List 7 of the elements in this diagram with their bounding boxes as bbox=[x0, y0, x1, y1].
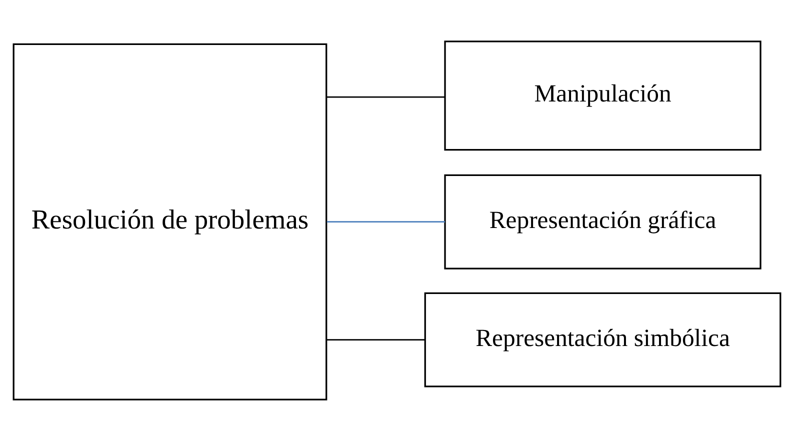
node-box: Representación simbólica bbox=[424, 292, 782, 387]
node-box: Resolución de problemas bbox=[12, 42, 328, 400]
connector bbox=[326, 338, 425, 340]
connector bbox=[326, 220, 445, 222]
connector bbox=[326, 96, 445, 98]
node-box: Representación gráfica bbox=[444, 174, 762, 269]
node-box: Manipulación bbox=[444, 40, 762, 150]
